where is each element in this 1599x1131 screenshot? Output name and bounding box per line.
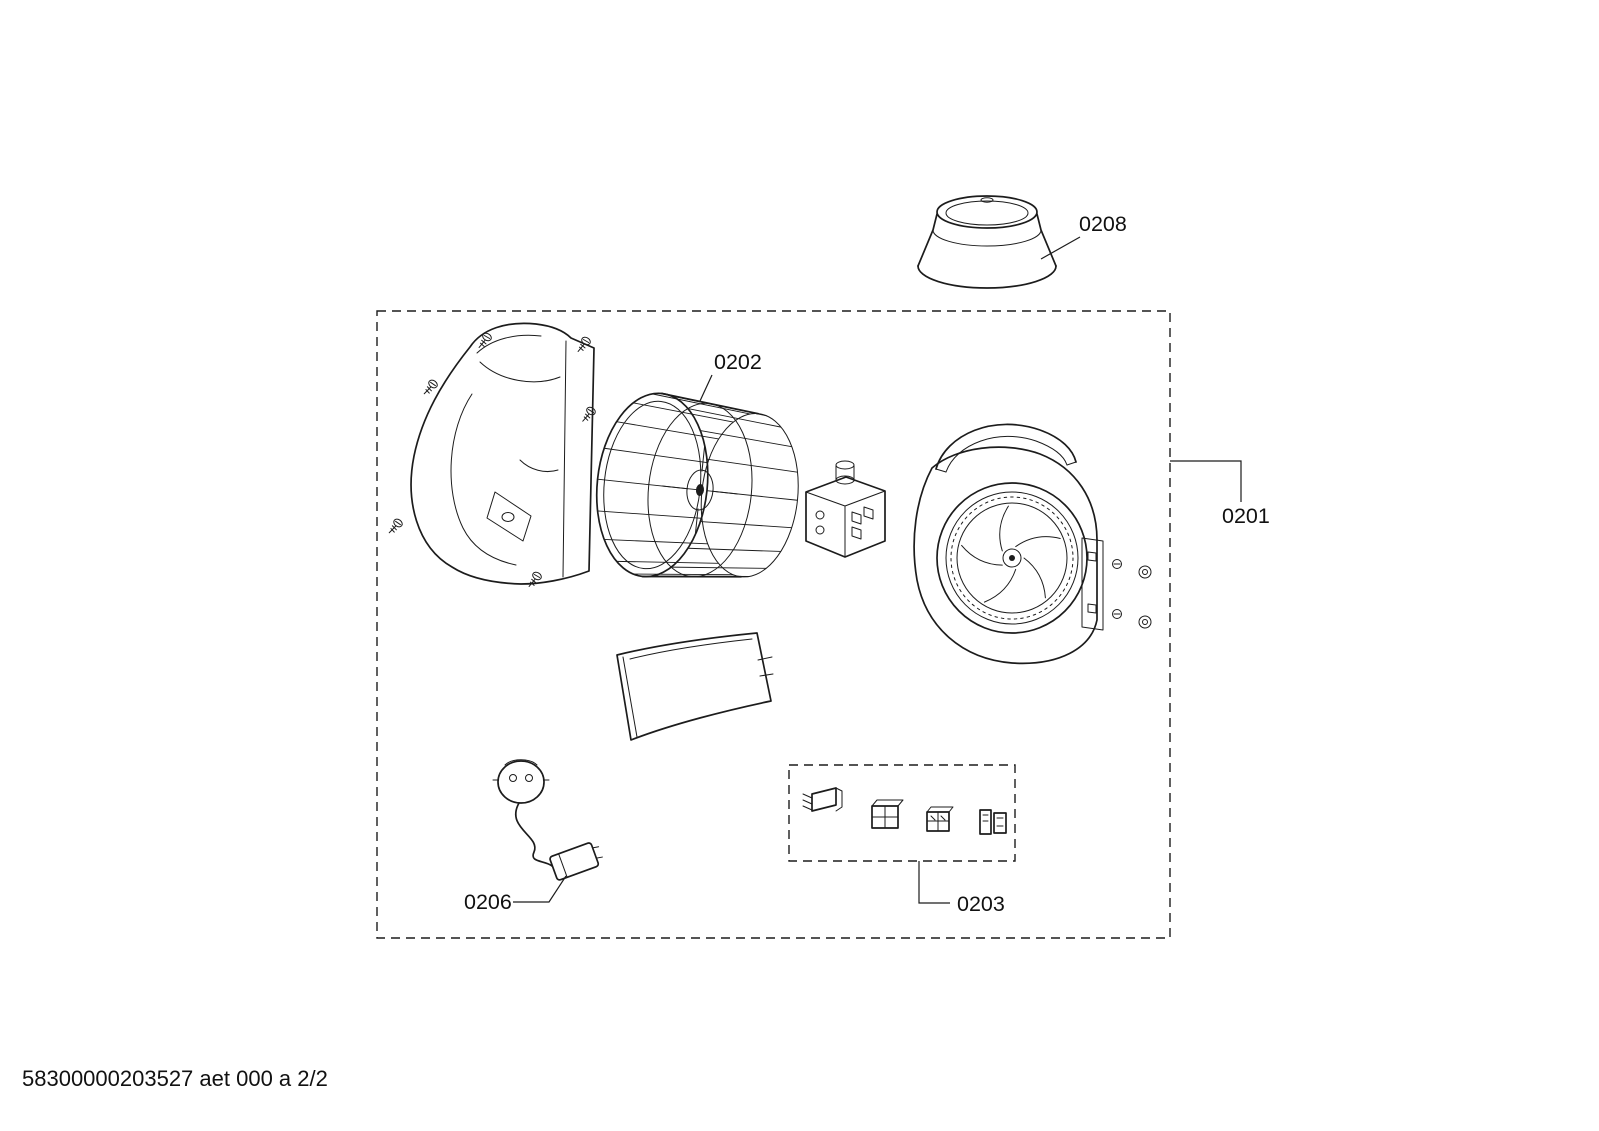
power-cord xyxy=(492,759,603,881)
duct-adapter xyxy=(917,195,1057,289)
blower-housing-half xyxy=(410,322,595,585)
callout-0208: 0208 xyxy=(1040,212,1127,260)
blower-assembly xyxy=(913,423,1152,665)
main-assembly-boundary xyxy=(376,310,1171,939)
motor-capacitor xyxy=(805,460,886,558)
callout-0201: 0201 xyxy=(1170,460,1270,528)
callout-label-0208: 0208 xyxy=(1079,212,1127,236)
callout-label-0203: 0203 xyxy=(957,892,1005,916)
bottom-cover-panel xyxy=(616,632,774,741)
fastener-screws-nuts xyxy=(1112,559,1152,629)
fan-wheel xyxy=(595,392,799,578)
callout-label-0206: 0206 xyxy=(464,890,512,914)
document-code: 58300000203527 aet 000 a 2/2 xyxy=(22,1066,328,1091)
callout-0203: 0203 xyxy=(918,861,1005,916)
connector-kit-boundary xyxy=(788,764,1016,862)
callout-0202: 0202 xyxy=(699,350,762,402)
callout-0206: 0206 xyxy=(464,875,567,914)
connector-kit xyxy=(802,787,1007,835)
callout-label-0201: 0201 xyxy=(1222,504,1270,528)
callout-label-0202: 0202 xyxy=(714,350,762,374)
